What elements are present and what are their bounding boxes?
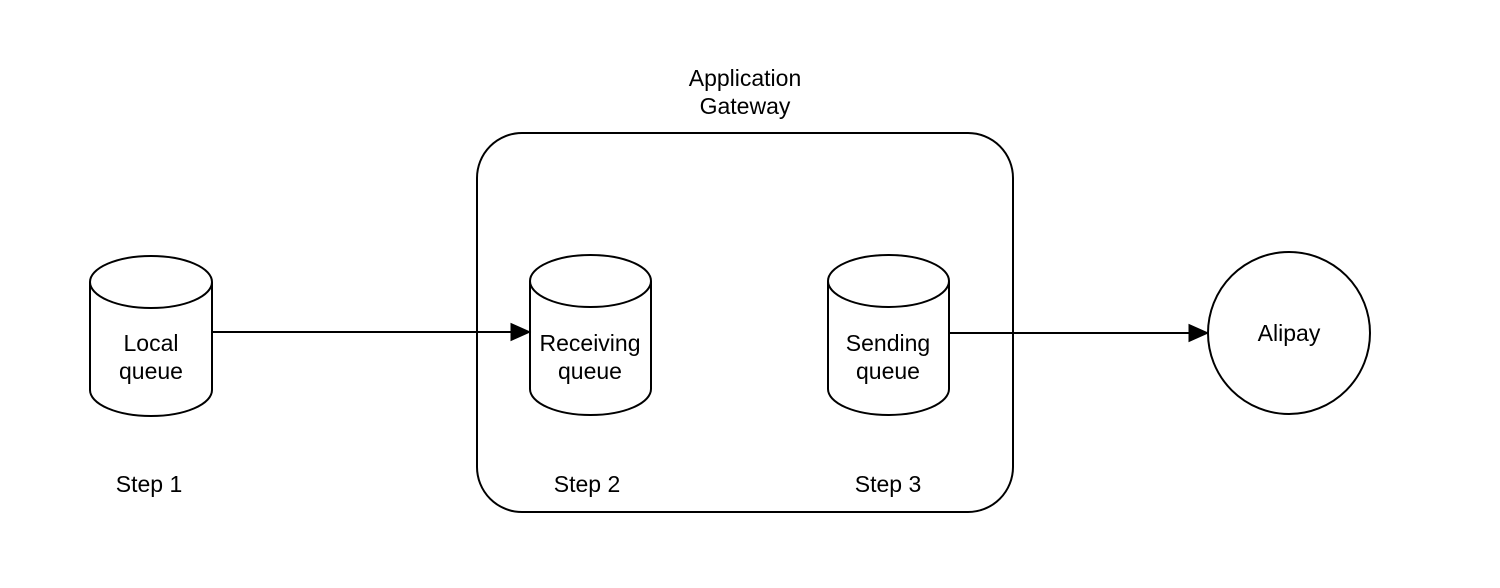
local-queue-label: Local queue	[119, 330, 183, 384]
local-queue-cylinder	[89, 255, 213, 417]
application-gateway-title: Application Gateway	[688, 65, 802, 119]
step-2-caption: Step 2	[553, 471, 621, 497]
arrow-sending-to-alipay	[949, 323, 1210, 343]
sending-queue-label: Sending queue	[845, 330, 931, 384]
step-3-caption: Step 3	[854, 471, 922, 497]
step-1-caption: Step 1	[115, 471, 183, 497]
arrow-local-to-receiving	[212, 322, 532, 342]
alipay-label: Alipay	[1257, 320, 1321, 346]
receiving-queue-label: Receiving queue	[539, 330, 641, 384]
application-gateway-container	[476, 132, 1014, 513]
sending-queue-cylinder	[827, 254, 950, 416]
receiving-queue-cylinder	[529, 254, 652, 416]
